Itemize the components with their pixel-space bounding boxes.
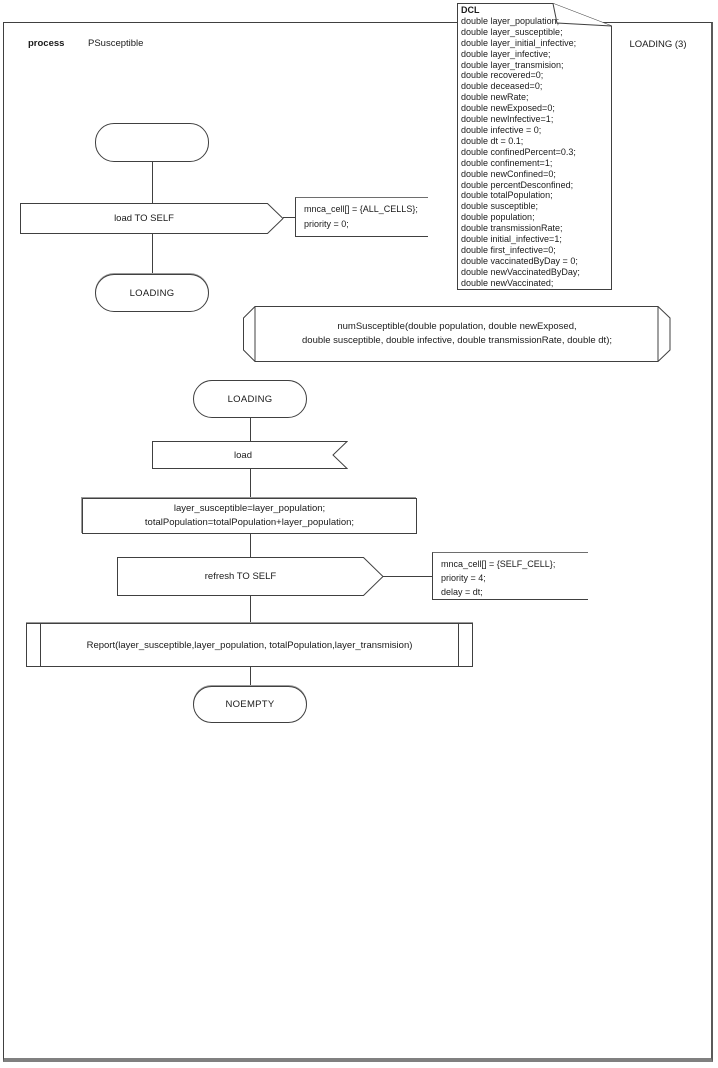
connector-line xyxy=(250,468,251,498)
output-load-to-self-symbol: load TO SELF xyxy=(20,203,284,234)
connector-line xyxy=(152,233,153,274)
state-loading-mid: LOADING xyxy=(193,380,307,418)
dcl-line: double vaccinatedByDay = 0; xyxy=(461,255,578,266)
comment-refresh-line: priority = 4; xyxy=(441,573,486,583)
state-loading-mid-label: LOADING xyxy=(227,393,273,405)
comment-refresh-line: delay = dt; xyxy=(441,587,483,597)
dcl-line: double confinedPercent=0.3; xyxy=(461,146,576,157)
procedure-call-left-bar xyxy=(40,624,41,666)
dcl-line: double population; xyxy=(461,212,535,223)
comment-refresh-symbol: mnca_cell[] = {SELF_CELL}; priority = 4;… xyxy=(432,552,588,600)
procedure-call-label: Report(layer_susceptible,layer_populatio… xyxy=(86,639,413,651)
dcl-line: double infective = 0; xyxy=(461,124,542,135)
process-name-label: PSusceptible xyxy=(88,38,144,49)
dcl-line: double newVaccinated; xyxy=(461,277,554,288)
dcl-line: double layer_infective; xyxy=(461,48,551,59)
output-refresh-label: refresh TO SELF xyxy=(204,571,277,582)
dcl-line: double newInfective=1; xyxy=(461,114,554,125)
connector-line xyxy=(152,162,153,203)
process-keyword-label: process xyxy=(28,38,65,49)
task-line2: totalPopulation=totalPopulation+layer_po… xyxy=(144,517,355,528)
procedure-declaration-line2: double susceptible, double infective, do… xyxy=(302,335,612,346)
dcl-declarations: DCL double layer_population; double laye… xyxy=(461,5,607,289)
dcl-line: double percentDesconfined; xyxy=(461,179,574,190)
comment-load-symbol: mnca_cell[] = {ALL_CELLS}; priority = 0; xyxy=(295,197,428,237)
output-load-label: load TO SELF xyxy=(114,213,174,224)
dcl-line: DCL xyxy=(461,5,480,15)
state-loading-top: LOADING xyxy=(95,274,209,312)
partition-label: LOADING (3) xyxy=(629,39,687,50)
task-line1: layer_susceptible=layer_population; xyxy=(173,503,326,514)
dcl-line: double first_infective=0; xyxy=(461,244,556,255)
dcl-line: double newRate; xyxy=(461,92,529,103)
dcl-line: double totalPopulation; xyxy=(461,190,553,201)
dcl-line: double newExposed=0; xyxy=(461,103,555,114)
dcl-line: double newVaccinatedByDay; xyxy=(461,266,580,277)
dcl-line: double confinement=1; xyxy=(461,157,553,168)
dcl-line: double initial_infective=1; xyxy=(461,234,562,245)
state-loading-top-label: LOADING xyxy=(129,287,175,299)
connector-line xyxy=(250,534,251,557)
procedure-declaration-label: numSusceptible(double population, double… xyxy=(243,306,671,362)
dcl-line: double transmissionRate; xyxy=(461,223,563,234)
dcl-line: double newConfined=0; xyxy=(461,168,556,179)
comment-load-line: mnca_cell[] = {ALL_CELLS}; xyxy=(304,204,418,214)
output-refresh-to-self-symbol: refresh TO SELF xyxy=(117,557,384,596)
dcl-line: double layer_initial_infective; xyxy=(461,37,577,48)
connector-line xyxy=(250,667,251,686)
comment-link-line xyxy=(283,217,295,218)
dcl-line: double layer_population; xyxy=(461,15,560,26)
dcl-line: double recovered=0; xyxy=(461,70,544,81)
input-load-label: load xyxy=(234,449,252,461)
input-load-symbol: load xyxy=(152,441,348,469)
state-noempty: NOEMPTY xyxy=(193,686,307,723)
start-state-symbol xyxy=(95,123,209,162)
procedure-call-right-bar xyxy=(458,624,459,666)
procedure-call-symbol: Report(layer_susceptible,layer_populatio… xyxy=(26,623,473,667)
connector-line xyxy=(250,596,251,623)
dcl-line: double layer_susceptible; xyxy=(461,26,563,37)
comment-link-line xyxy=(383,576,432,577)
task-symbol: layer_susceptible=layer_population; tota… xyxy=(82,498,417,534)
connector-line xyxy=(250,418,251,441)
dcl-line: double dt = 0.1; xyxy=(461,135,524,146)
procedure-declaration-symbol: numSusceptible(double population, double… xyxy=(243,306,671,362)
comment-load-line: priority = 0; xyxy=(304,219,349,229)
procedure-declaration-line1: numSusceptible(double population, double… xyxy=(337,321,577,332)
dcl-line: double susceptible; xyxy=(461,201,539,212)
dcl-line: double layer_transmision; xyxy=(461,59,564,70)
state-noempty-label: NOEMPTY xyxy=(225,699,275,710)
dcl-text-symbol xyxy=(457,3,612,290)
dcl-line: double deceased=0; xyxy=(461,81,543,92)
comment-refresh-line: mnca_cell[] = {SELF_CELL}; xyxy=(441,559,556,569)
